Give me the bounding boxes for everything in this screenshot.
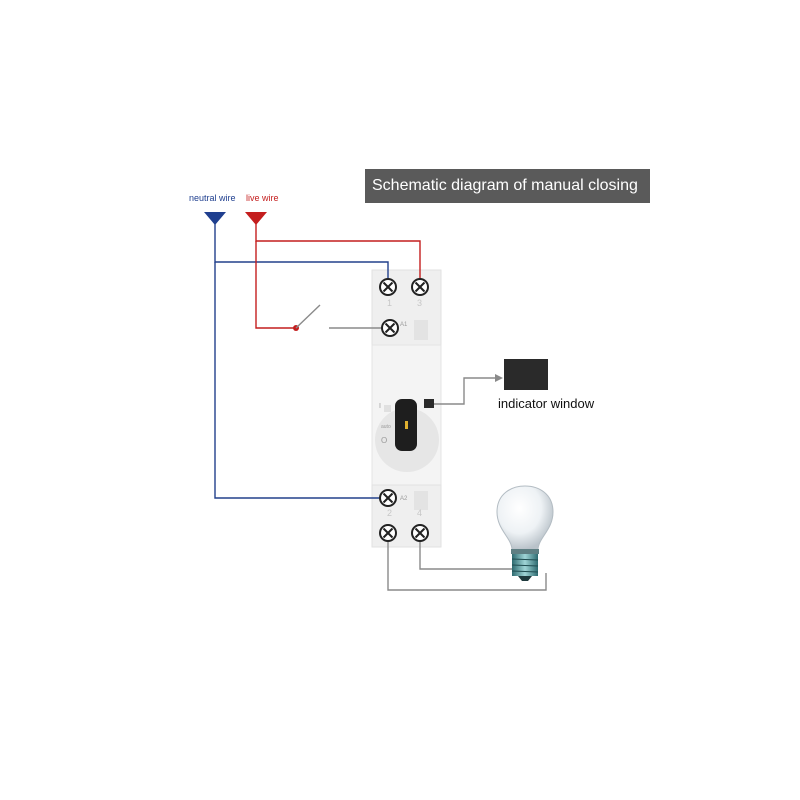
live-wire-label: live wire [246,193,279,203]
terminal-4-label: 4 [417,508,423,518]
terminal-a2-label: A2 [400,496,408,502]
switch-blade [295,304,321,329]
terminal-2-label: 2 [387,508,393,518]
live-to-switch [255,241,296,329]
contactor-device [371,269,442,548]
indicator-window-dot [424,399,434,408]
terminal-screw-icon[interactable] [379,524,397,542]
live-wiring [255,224,421,329]
terminal-3-label: 3 [417,298,423,308]
terminal-screw-icon[interactable] [379,278,397,296]
neutral-to-terminal-1 [214,224,389,280]
lower-contact-plate [414,491,428,510]
switch-on-mark: I [379,403,381,410]
terminal-screw-icon[interactable] [379,489,397,507]
indicator-leader [434,359,548,405]
neutral-triangle-icon [204,212,226,225]
neutral-to-terminal-a2 [214,262,381,499]
terminal-4-to-bulb [419,540,512,570]
bulb-thread-2 [511,564,539,567]
bulb-thread-3 [511,570,539,573]
bulb-tip [518,576,532,581]
load-wiring [387,540,547,591]
upper-contact-plate [414,320,428,340]
lever-indicator-mark [405,421,408,429]
switch-icon [293,304,382,331]
switch-off-mark: O [381,436,388,445]
indicator-arrow-icon [495,374,503,382]
live-triangle-icon [245,212,267,225]
indicator-leader-line [434,377,497,405]
terminal-2-to-bulb [387,540,547,591]
neutral-wire-label: neutral wire [189,193,236,203]
terminal-a1-label: A1 [400,322,408,328]
bulb-glass [496,485,554,551]
indicator-window-label: indicator window [498,396,595,411]
light-bulb-icon [496,485,554,581]
diagram-title: Schematic diagram of manual closing [365,169,650,203]
bulb-thread-1 [511,558,539,561]
switch-auto-mark: auto [381,424,391,430]
terminal-screw-icon[interactable] [411,524,429,542]
bulb-collar [511,549,539,554]
live-to-terminal-3 [255,224,421,280]
left-switch-mark-box [384,405,391,412]
terminal-screw-icon[interactable] [381,319,399,337]
neutral-wiring [214,224,389,499]
terminal-screws [379,278,429,542]
terminal-screw-icon[interactable] [411,278,429,296]
terminal-1-label: 1 [387,298,393,308]
indicator-window-sample [504,359,548,390]
